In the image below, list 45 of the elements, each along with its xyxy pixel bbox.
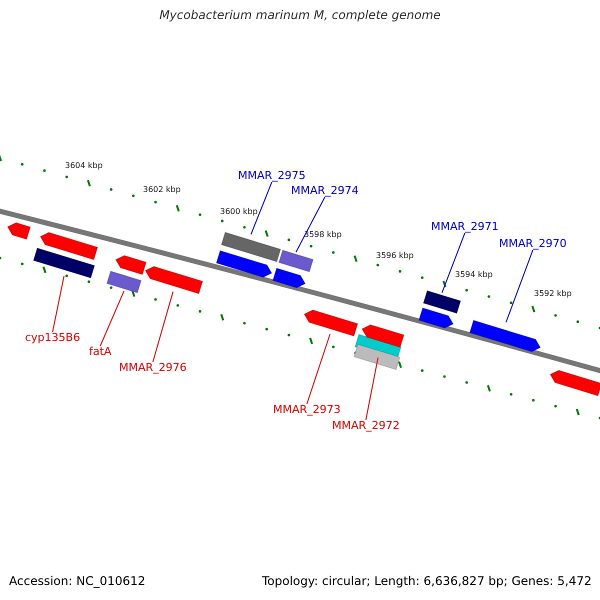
gene-feature [6,222,32,240]
gene-feature [32,247,96,279]
gene-label: MMAR_2971 [431,221,499,234]
leader-line [152,291,174,362]
gene-feature [106,270,142,294]
gene-feature [549,370,600,396]
gene-feature [469,320,542,352]
gene-feature [272,267,306,288]
gene-feature [220,232,282,262]
scale-label: 3596 kbp [376,252,414,261]
leader-line [442,232,466,294]
footer-text: Accession: NC_010612 [9,575,146,588]
gene-label: MMAR_2976 [119,362,187,374]
gene-feature [303,309,358,337]
leader-line [506,250,534,323]
leader-line [365,357,378,420]
leader-line [250,182,272,235]
gene-label: MMAR_2970 [499,238,567,250]
leader-line [100,290,124,346]
gene-label: cyp135B6 [25,332,80,344]
footer-text: Topology: circular; Length: 6,636,827 bp; Genes: 5,472 [262,575,592,588]
leader-line [52,275,64,332]
gene-label: MMAR_2973 [273,404,341,416]
leader-line [306,334,330,404]
scale-label: 3604 kbp [65,162,103,171]
gene-label: fatA [89,346,112,358]
scale-label: 3598 kbp [304,231,342,240]
gene-feature [144,266,204,294]
gene-feature [278,249,314,273]
scale-label: 3594 kbp [455,271,493,280]
leader-line [296,196,326,253]
gene-feature [418,307,454,329]
gene-feature [40,232,98,260]
gene-label: MMAR_2974 [291,185,359,198]
scale-label: 3600 kbp [220,208,258,217]
gene-feature [114,254,147,276]
scale-label: 3592 kbp [534,290,572,299]
gene-feature [353,344,401,370]
scale-label: 3602 kbp [143,186,181,195]
gene-feature [361,324,405,348]
gene-feature [422,290,462,314]
diagram-title: Mycobacterium marinum M, complete genome [158,9,442,22]
gene-label: MMAR_2975 [238,170,306,182]
gene-label: MMAR_2972 [332,420,400,432]
gene-feature [216,250,272,278]
